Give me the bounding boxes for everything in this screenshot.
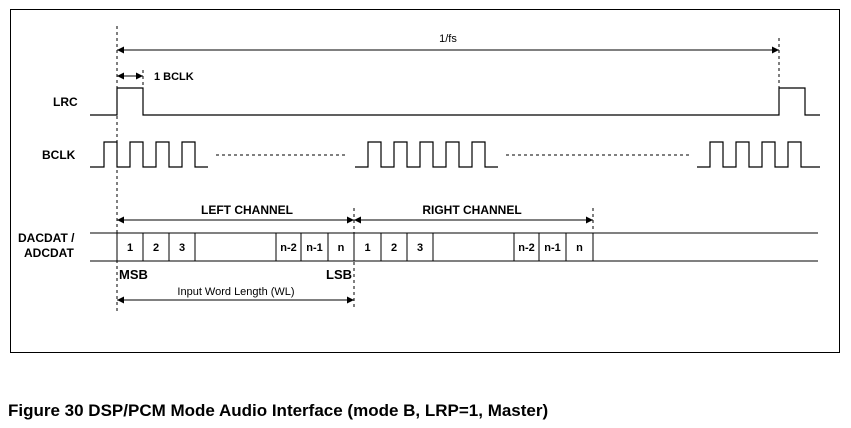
right-slot-label-2: 2	[391, 242, 397, 254]
reference-lines	[116, 26, 780, 312]
left-slot-label-4: n-2	[280, 242, 297, 254]
right-slot-label-6: n	[576, 242, 583, 254]
right-slot-label-1: 1	[364, 242, 370, 254]
right-slot-label-4: n-2	[518, 242, 535, 254]
bclk-width-label: 1 BCLK	[154, 71, 194, 83]
bclk-segment-3	[697, 141, 820, 168]
right-slot-2	[380, 232, 408, 262]
right-slot-label-3: 3	[417, 242, 423, 254]
right-channel-label: RIGHT CHANNEL	[422, 203, 521, 217]
figure-caption: Figure 30 DSP/PCM Mode Audio Interface (…	[8, 401, 549, 420]
diagram-border	[10, 9, 840, 353]
left-slot-3	[168, 232, 196, 262]
left-slot-label-6: n	[338, 242, 345, 254]
right-slot-4	[513, 232, 540, 262]
left-slot-4	[275, 232, 302, 262]
dacdat-label: DACDAT /	[18, 231, 75, 245]
bclk-waveform	[90, 141, 820, 168]
period-label: 1/fs	[439, 33, 457, 45]
lrc-waveform	[90, 87, 820, 116]
left-slot-label-1: 1	[127, 242, 133, 254]
data-bus	[90, 231, 818, 262]
left-slot-5	[300, 232, 329, 262]
left-slot-label-2: 2	[153, 242, 159, 254]
word-length-label: Input Word Length (WL)	[177, 286, 294, 298]
lrc-label: LRC	[53, 95, 78, 109]
bclk-segment-1	[90, 141, 208, 168]
left-channel-label: LEFT CHANNEL	[201, 203, 293, 217]
adcdat-label: ADCDAT	[24, 246, 74, 260]
right-slot-6	[565, 232, 594, 262]
msb-label: MSB	[119, 267, 148, 282]
left-slot-label-3: 3	[179, 242, 185, 254]
right-slot-3	[406, 232, 434, 262]
left-slot-1	[116, 232, 144, 262]
right-slot-label-5: n-1	[544, 242, 561, 254]
left-slot-2	[142, 232, 170, 262]
lsb-label: LSB	[326, 267, 352, 282]
bclk-segment-2	[355, 141, 498, 168]
left-slot-label-5: n-1	[306, 242, 323, 254]
bclk-label: BCLK	[42, 148, 76, 162]
data-slots: 1 2 3 n-2 n-1 n 1 2 3 n-2 n-1 n	[116, 232, 594, 262]
